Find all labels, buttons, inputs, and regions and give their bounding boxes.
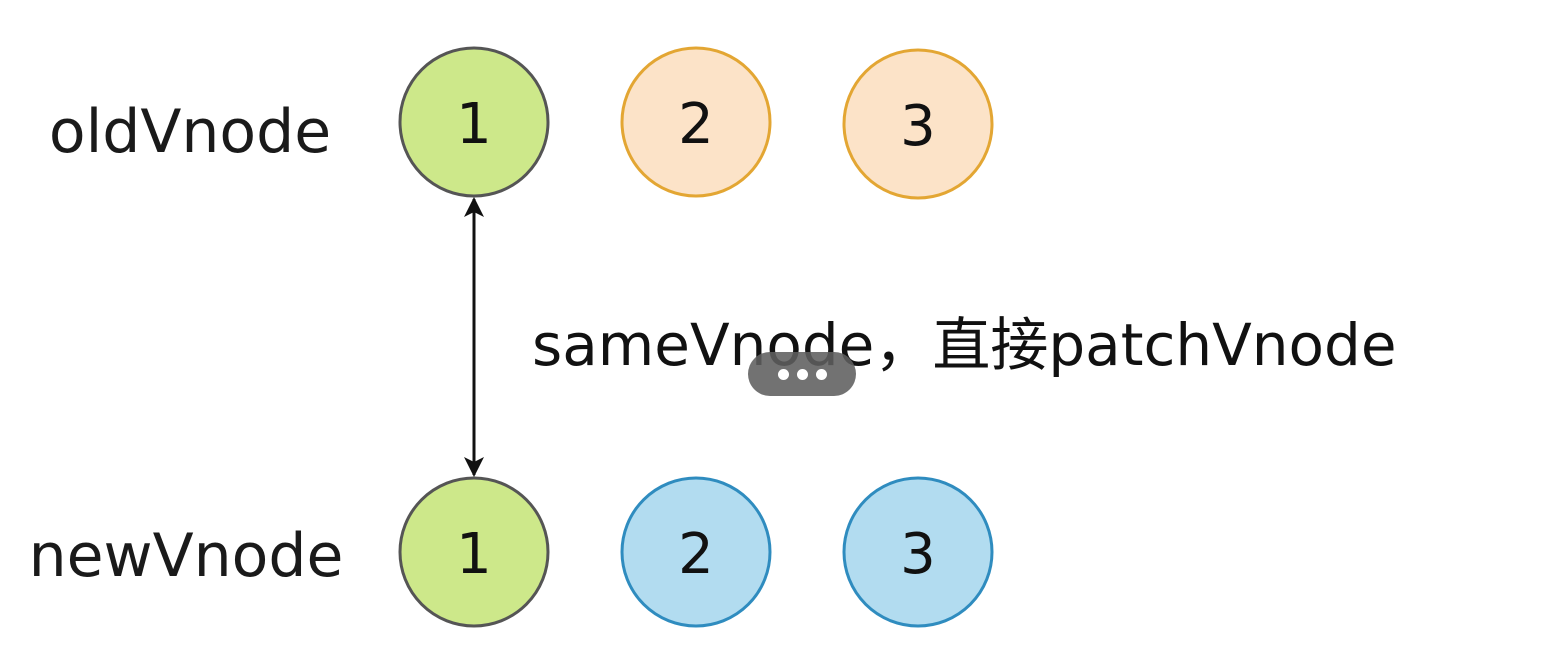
edge-label: sameVnode，直接patchVnode [532,311,1397,379]
old-node-1: 1 [398,46,550,198]
row-label-old: oldVnode [49,97,331,167]
old-node-2-circle [620,46,772,198]
old-node-3: 3 [842,48,994,200]
new-node-2-circle [620,476,772,628]
more-horizontal-icon-dot-3 [815,368,827,380]
more-options-button[interactable] [748,352,856,396]
new-node-1-label: 1 [456,522,492,587]
old-node-2: 2 [620,46,772,198]
old-node-3-circle [842,48,994,200]
row-label-new: newVnode [29,521,344,591]
more-horizontal-icon-dot-2 [796,368,808,380]
new-node-2-label: 2 [678,522,714,587]
new-node-1-circle [398,476,550,628]
old-node-2-label: 2 [678,92,714,157]
old-node-1-circle [398,46,550,198]
more-horizontal-icon [777,368,789,380]
old-node-3-label: 3 [900,94,936,159]
new-node-3-label: 3 [900,522,936,587]
new-node-3: 3 [842,476,994,628]
old-node-1-label: 1 [456,92,492,157]
new-node-2: 2 [620,476,772,628]
new-node-1: 1 [398,476,550,628]
new-node-3-circle [842,476,994,628]
